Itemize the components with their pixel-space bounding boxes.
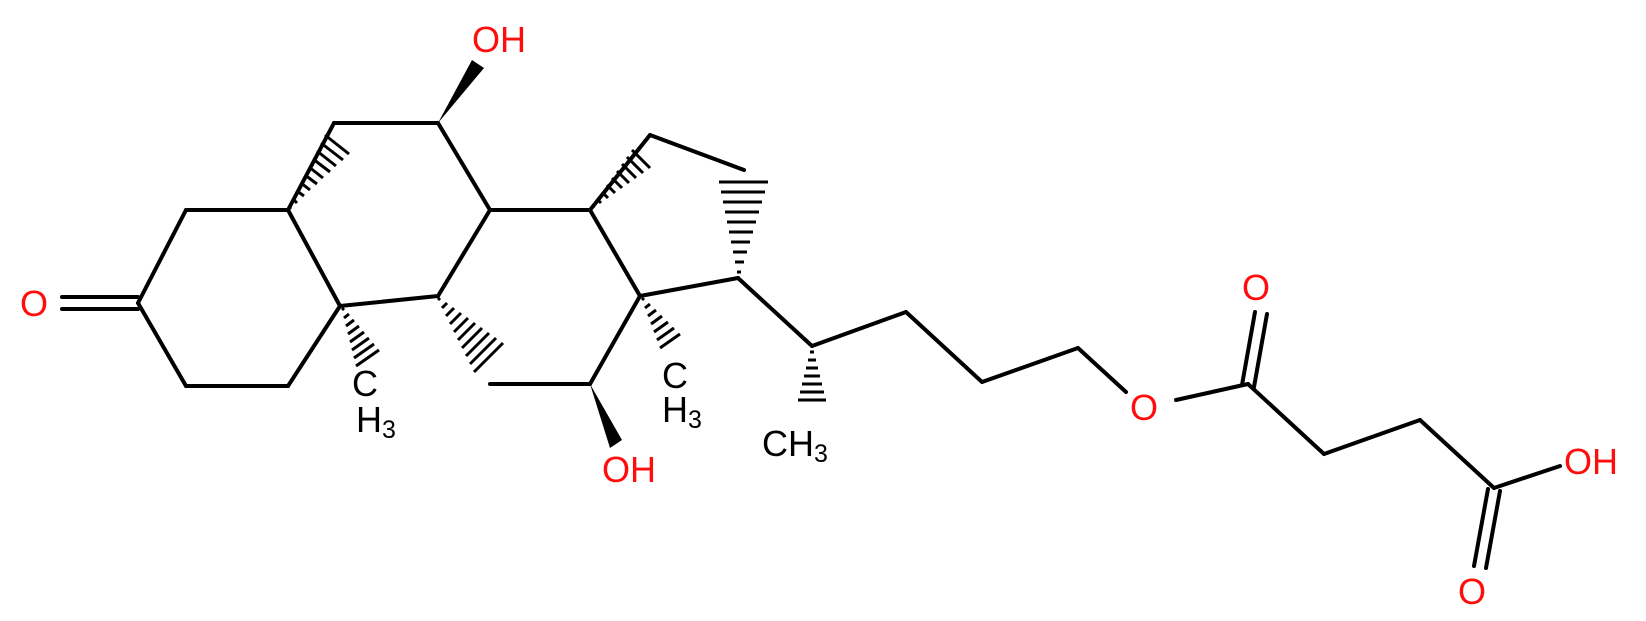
ester-carbonyl-oxygen-label: O <box>1242 267 1270 308</box>
bond-c17-c13 <box>638 276 740 298</box>
ketone-group: O <box>20 283 140 324</box>
bond-cacid-o-double-2 <box>1484 489 1502 570</box>
side-chain <box>736 276 1562 570</box>
solid-wedges <box>438 60 622 448</box>
ring-d <box>588 133 746 298</box>
methyl-20-subscript: 3 <box>814 440 828 468</box>
hash-c13-methyl <box>640 296 681 350</box>
atom-labels: OH H3 C C H3 OH CH3 O O OH O <box>352 19 1618 612</box>
bond-c24-o <box>1076 346 1128 394</box>
hash-c17-c16 <box>719 180 768 274</box>
bond-cacid-oh <box>1492 464 1562 490</box>
methyl-13-label: H3 <box>662 389 702 434</box>
hash-c14-h <box>590 148 652 210</box>
hash-c20-methyl <box>798 350 826 402</box>
bond-c7-c8 <box>436 121 492 212</box>
ester-oxygen-label: O <box>1130 387 1158 428</box>
ring-c <box>488 208 642 386</box>
oh-12-label: OH <box>602 449 656 490</box>
methyl-10-h: H <box>356 399 382 440</box>
methyl-10-subscript: 3 <box>382 416 396 444</box>
hash-c10-methyl <box>340 306 380 368</box>
bond-cester-o-double-2 <box>1252 312 1269 389</box>
methyl-13-subscript: 3 <box>688 406 702 434</box>
bond-ch2-cacid <box>1418 418 1496 490</box>
bond-c20-c22 <box>810 310 908 348</box>
hashed-wedges <box>287 133 826 402</box>
hash-c5-h <box>287 133 350 211</box>
ring-b <box>286 121 492 308</box>
bond-c2-c3 <box>136 301 188 388</box>
bond-c14-c13 <box>588 208 642 298</box>
acid-carbonyl-oxygen-label: O <box>1458 571 1486 612</box>
methyl-10-label: H3 <box>356 399 396 444</box>
acid-oh-label: OH <box>1564 441 1618 482</box>
bond-c22-c23 <box>904 310 984 384</box>
methyl-20-label: CH3 <box>762 423 828 468</box>
bond-c1-c2 <box>286 304 342 388</box>
bond-cester-o-double-1 <box>1240 310 1257 387</box>
bond-o-cester <box>1174 382 1250 402</box>
methyl-13-h: H <box>662 389 688 430</box>
methyl-10-carbon: C <box>352 363 378 404</box>
methyl-13-carbon: C <box>662 355 688 396</box>
oxo-oxygen-label: O <box>20 283 48 324</box>
bond-cacid-o-double-1 <box>1472 487 1490 568</box>
methyl-20-ch: CH <box>762 423 814 464</box>
bond-cester-ch2 <box>1246 382 1326 456</box>
bond-ch2-ch2 <box>1322 418 1422 456</box>
bond-c3-c4 <box>136 208 188 305</box>
bond-c15-c16 <box>648 133 746 172</box>
bond-c8-c9 <box>436 208 492 298</box>
wedge-c7-oh <box>438 60 484 123</box>
hash-c9-h <box>436 296 505 374</box>
bond-c17-c20 <box>736 276 814 348</box>
bond-c9-c10 <box>338 294 440 308</box>
bond-c23-c24 <box>980 346 1080 384</box>
bond-c5-c10 <box>286 208 342 308</box>
bond-c13-c12 <box>588 294 642 386</box>
ring-a <box>136 208 342 388</box>
oh-7-label: OH <box>472 19 526 60</box>
wedge-c12-oh <box>590 384 622 448</box>
